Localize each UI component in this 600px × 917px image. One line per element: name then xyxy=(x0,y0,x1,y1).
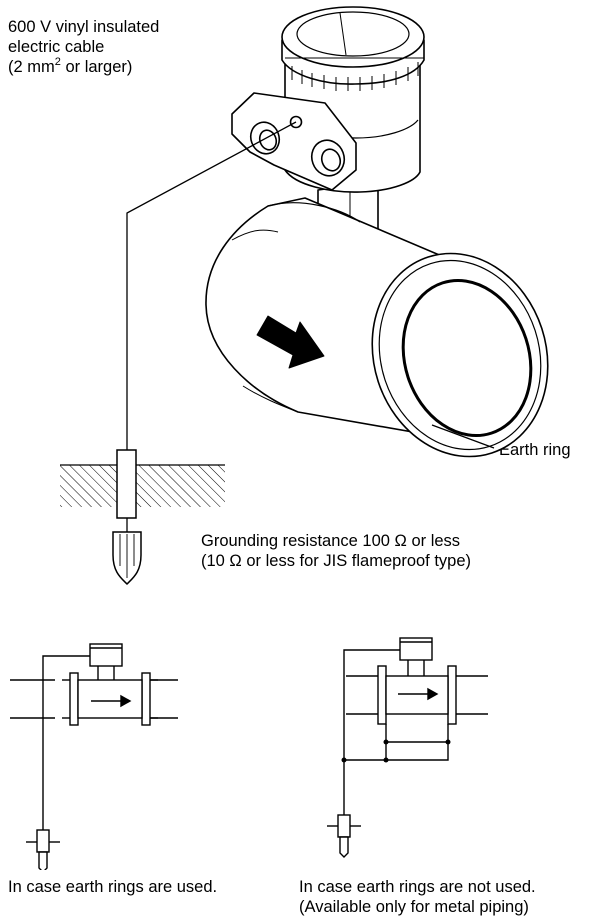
junction-dots xyxy=(341,739,451,763)
grounding-label: Grounding resistance 100 Ω or less (10 Ω… xyxy=(201,531,471,571)
left-flange xyxy=(69,672,79,726)
flow-arrow-left-schematic xyxy=(120,694,132,708)
grounding-label-line2: (10 Ω or less for JIS flameproof type) xyxy=(201,552,472,570)
ground-rod-left xyxy=(38,851,48,870)
ground-clamp-right xyxy=(337,814,351,838)
schematic-earth-rings-used xyxy=(10,643,178,870)
earth-ring-leader xyxy=(431,424,495,449)
earth-ring-label: Earth ring xyxy=(499,441,571,459)
converter-box xyxy=(399,637,433,661)
ground-rod-clamp xyxy=(116,449,137,519)
right-flange xyxy=(141,672,151,726)
bonding-wire-lower xyxy=(385,742,449,761)
left-caption: In case earth rings are used. xyxy=(8,878,218,896)
cable-gland-block xyxy=(231,92,357,191)
right-caption-line2: (Available only for metal piping) xyxy=(299,898,529,916)
ground-clamp-left xyxy=(36,829,50,853)
cable-size-prefix: (2 mm xyxy=(8,58,55,76)
converter-box xyxy=(89,643,123,667)
cable-label-line1: 600 V vinyl insulated xyxy=(8,18,160,36)
cable-label: 600 V vinyl insulated electric cable (2 … xyxy=(8,17,159,79)
grounding-diagram xyxy=(10,6,549,870)
cable-size-superscript: 2 xyxy=(54,56,61,68)
flowmeter-illustration xyxy=(205,6,549,458)
grounding-label-line1: Grounding resistance 100 Ω or less xyxy=(201,532,461,550)
right-flange xyxy=(447,665,457,725)
ground-wire-left-schematic xyxy=(42,655,90,830)
earth-ring xyxy=(401,278,533,438)
flow-arrow-right-schematic xyxy=(427,687,439,701)
meter-tube xyxy=(385,675,449,715)
bonding-wire xyxy=(385,724,449,743)
right-caption: In case earth rings are not used. (Avail… xyxy=(299,877,536,917)
meter-tube xyxy=(77,679,143,719)
cable-size-suffix: or larger) xyxy=(60,58,133,76)
cable-label-line2: electric cable xyxy=(8,38,105,56)
ground-wire-right-schematic xyxy=(343,649,400,815)
cable-label-line3: (2 mm2 or larger) xyxy=(8,56,159,79)
ground-wire xyxy=(126,121,297,450)
right-caption-line1: In case earth rings are not used. xyxy=(299,878,536,896)
flow-direction-arrow xyxy=(256,315,325,369)
schematic-earth-rings-not-used xyxy=(327,637,488,858)
left-flange xyxy=(377,665,387,725)
ground-rod-right xyxy=(339,836,349,858)
flange-face xyxy=(371,252,549,458)
ground-earth-symbol xyxy=(60,449,225,586)
